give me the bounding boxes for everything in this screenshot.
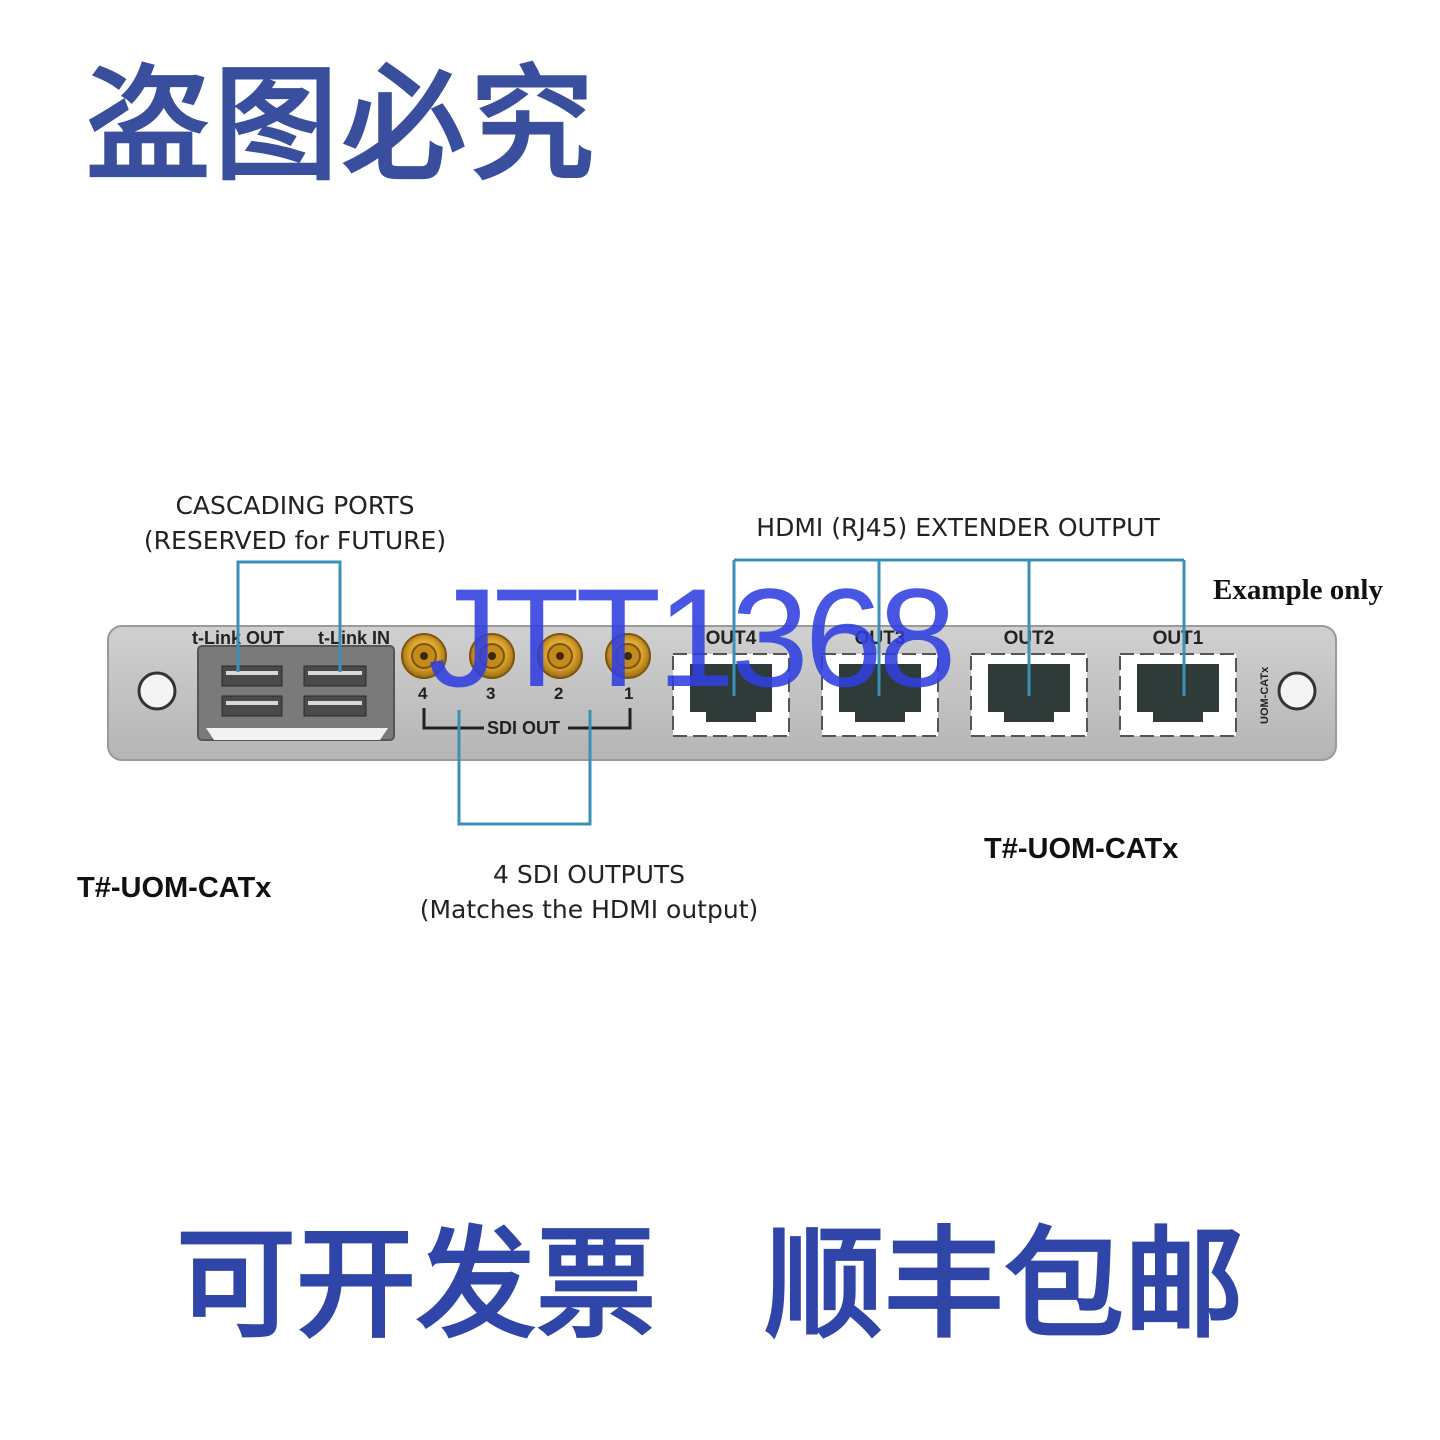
tlink-out-port xyxy=(221,665,283,717)
free-shipping-text: 顺丰包邮 xyxy=(764,1216,1244,1355)
sdi-outputs-title: 4 SDI OUTPUTS xyxy=(492,860,686,889)
hdmi-callout-lines xyxy=(732,558,1186,696)
bottom-banner: 可开发票顺丰包邮 xyxy=(176,1226,1244,1346)
sdi-number-4: 4 xyxy=(418,684,428,703)
rj45-label-out4: OUT4 xyxy=(706,628,757,649)
model-label-right: T#-UOM-CATx xyxy=(984,833,1179,865)
rj45-jack-out4 xyxy=(672,653,790,737)
rj45-label-out1: OUT1 xyxy=(1153,628,1204,649)
sdi-number-3: 3 xyxy=(486,684,495,703)
sdi-outputs-subtitle: (Matches the HDMI output) xyxy=(419,895,759,924)
cascading-ports-title: CASCADING PORTS xyxy=(175,491,415,520)
bnc-connector-1 xyxy=(605,633,651,679)
cascading-ports-callout: CASCADING PORTS (RESERVED for FUTURE) xyxy=(132,488,458,558)
tlink-in-port xyxy=(303,665,367,717)
rj45-jack-out1 xyxy=(1119,653,1237,737)
sdi-outputs-callout: 4 SDI OUTPUTS (Matches the HDMI output) xyxy=(398,857,780,927)
panel-side-label: UOM-CATx xyxy=(1259,666,1271,724)
sdi-callout-lines xyxy=(457,710,592,826)
tlink-port-block xyxy=(197,645,395,741)
bnc-connector-4 xyxy=(401,633,447,679)
cascading-callout-lines xyxy=(236,560,342,672)
example-only-note: Example only xyxy=(1213,574,1383,606)
mounting-hole-right xyxy=(1277,671,1317,711)
bnc-connector-2 xyxy=(537,633,583,679)
sdi-number-1: 1 xyxy=(624,684,633,703)
invoice-available-text: 可开发票 xyxy=(176,1216,656,1355)
model-label-left: T#-UOM-CATx xyxy=(77,872,272,904)
top-banner-text: 盗图必究 xyxy=(86,53,599,198)
sdi-number-2: 2 xyxy=(554,684,563,703)
mounting-hole-left xyxy=(137,671,177,711)
bnc-connector-3 xyxy=(469,633,515,679)
sdi-out-label: SDI OUT xyxy=(487,718,560,738)
tlink-in-label: t-Link IN xyxy=(318,628,390,648)
hdmi-output-callout: HDMI (RJ45) EXTENDER OUTPUT xyxy=(756,513,1160,542)
cascading-ports-subtitle: (RESERVED for FUTURE) xyxy=(143,526,447,555)
